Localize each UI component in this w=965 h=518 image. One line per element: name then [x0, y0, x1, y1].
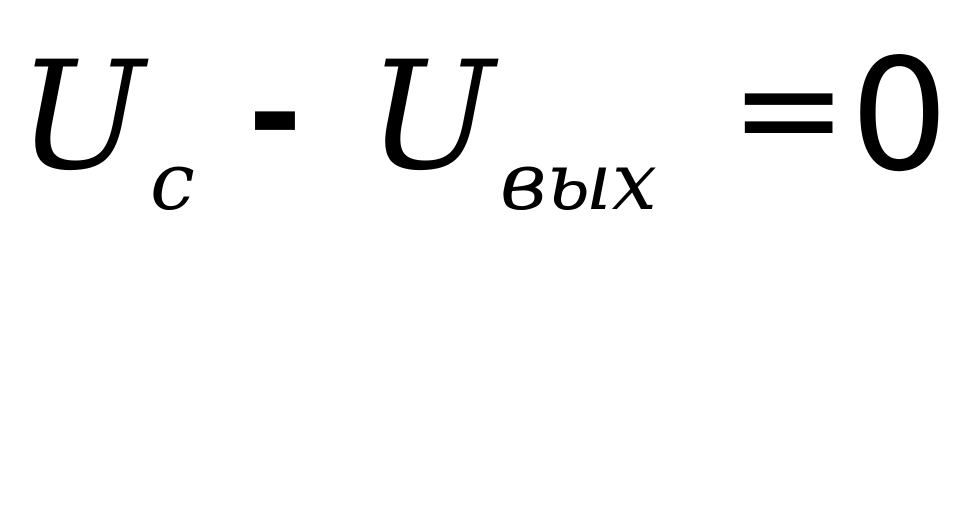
- subscript-vykh: вых: [500, 135, 657, 228]
- right-hand-side-zero: 0: [850, 25, 949, 206]
- equals-operator: =: [730, 28, 848, 191]
- subscript-c: с: [150, 135, 195, 228]
- variable-u-2: U: [368, 30, 495, 204]
- minus-operator: -: [248, 37, 302, 189]
- variable-u-1: U: [18, 30, 145, 204]
